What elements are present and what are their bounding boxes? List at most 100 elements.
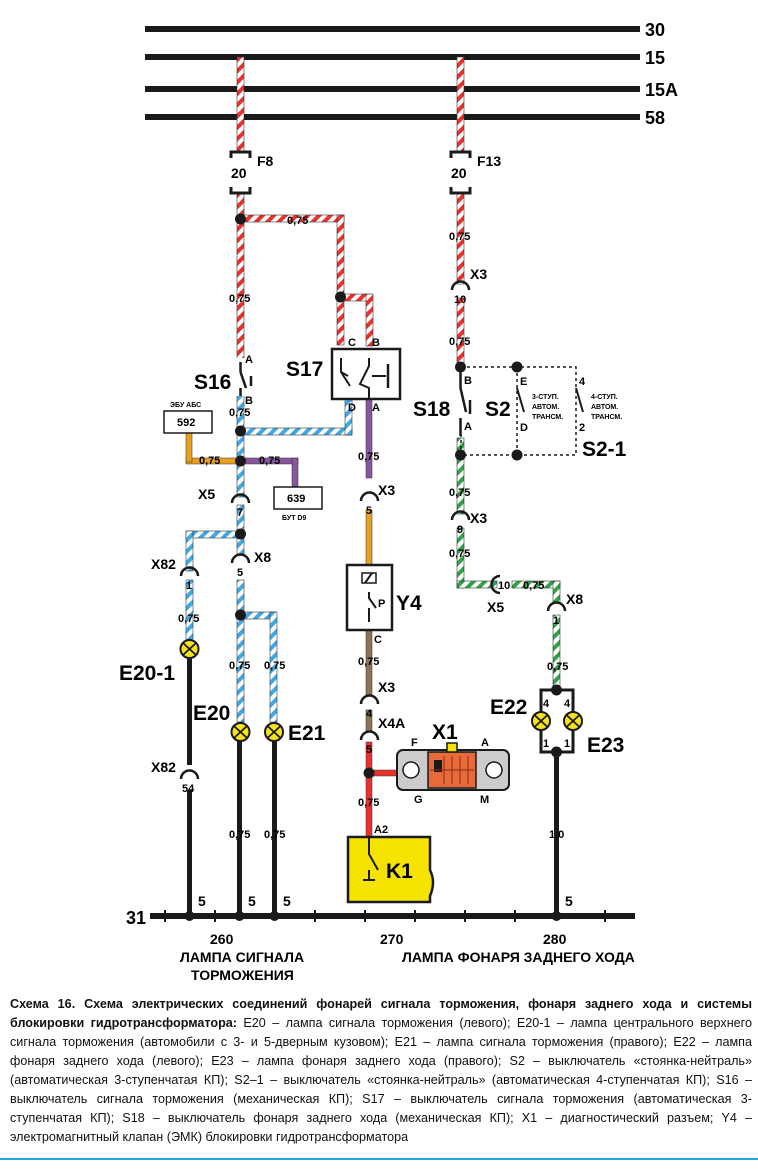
fuse-f8-body xyxy=(231,152,250,193)
wiring-diagram: 30 15 15A 58 xyxy=(119,20,678,983)
node-s18-bot xyxy=(455,449,466,461)
conn-x5-10 xyxy=(490,574,501,595)
wire-size-9: 0,75 xyxy=(229,829,250,841)
wire-size-15: 0,75 xyxy=(449,336,470,348)
s18-reverse-switch: B A S18 xyxy=(413,372,472,436)
x5-pin-7: 7 xyxy=(237,507,243,519)
conn-x3-4 xyxy=(359,694,380,705)
node-s16-out xyxy=(235,425,246,437)
x3-label-s17: X3 xyxy=(378,482,395,498)
wire-size-18: 0,75 xyxy=(523,580,544,592)
s2-label: S2 xyxy=(485,398,511,421)
lamp-e22: 4 1 E22 xyxy=(490,696,551,750)
junction-nodes xyxy=(235,213,562,779)
ground-pin-e21: 5 xyxy=(283,893,291,909)
section-brake-line1: ЛАМПА СИГНАЛА xyxy=(180,949,304,965)
scale-280: 280 xyxy=(543,931,567,947)
wire-x8-out xyxy=(236,579,245,723)
wire-x3-orange xyxy=(365,509,373,566)
scale-ticks xyxy=(164,910,606,922)
ebu-abs-pin: 592 xyxy=(177,417,195,429)
but-d9-title: БУТ D9 xyxy=(282,515,306,522)
s2-park-neutral-switch: E D S2 3-СТУП. АВТОМ. ТРАНСМ. xyxy=(485,376,563,434)
wire-size-5: 0,75 xyxy=(259,455,280,467)
wire-size-13: 0,75 xyxy=(358,797,379,809)
wire-abs-v xyxy=(185,429,193,463)
ebu-abs-title: ЭБУ АБС xyxy=(170,402,201,409)
section-brake-line2: ТОРМОЖЕНИЯ xyxy=(191,967,294,983)
k1-label: K1 xyxy=(386,860,413,883)
figure-caption: Схема 16. Схема электрических соединений… xyxy=(10,995,752,1147)
lamp-e23-pin-4: 4 xyxy=(564,698,571,710)
x3-label-y4: X3 xyxy=(378,679,395,695)
s2-1-auto4-line2: АВТОМ. xyxy=(591,404,618,411)
x3-label-s18: X3 xyxy=(470,510,487,526)
x82-pin-1: 1 xyxy=(186,580,192,592)
connector-arcs xyxy=(179,280,567,780)
s2-1-label: S2-1 xyxy=(582,438,627,461)
lamp-e23-pin-1: 1 xyxy=(564,738,570,750)
wire-size-10: 0,75 xyxy=(264,829,285,841)
wire-size-labels: 0,75 0,75 0,75 0,75 0,75 0,75 0,75 0,75 … xyxy=(178,215,568,841)
s2-pin-d: D xyxy=(520,422,528,434)
s16-label: S16 xyxy=(194,371,231,394)
node-s2-top xyxy=(511,361,523,373)
node-lamps-top xyxy=(551,684,562,696)
node-f8-split xyxy=(235,213,246,225)
fuse-f13: 20 F13 xyxy=(449,150,501,195)
wire-size-7: 0,75 xyxy=(229,660,250,672)
module-ebu-abs: ЭБУ АБС 592 xyxy=(163,402,213,434)
x4a-pin-5: 5 xyxy=(366,744,372,756)
bus-15a xyxy=(145,86,640,92)
x3-pin-10: 10 xyxy=(454,294,466,306)
bottom-rule xyxy=(0,1158,758,1160)
x3-pin-9: 9 xyxy=(457,524,463,536)
conn-x3-10 xyxy=(450,280,471,291)
wire-size-14: 0,75 xyxy=(449,231,470,243)
k1-pin-a2: A2 xyxy=(374,824,388,836)
wire-size-12: 0,75 xyxy=(358,656,379,668)
ground-node-e22-e23 xyxy=(551,911,562,921)
x82-pin-54: 54 xyxy=(182,783,195,795)
wire-size-6: 0,75 xyxy=(178,613,199,625)
x1-pin-m: M xyxy=(480,794,489,806)
fuse-f13-body xyxy=(451,152,470,193)
ground-pin-e201: 5 xyxy=(198,893,206,909)
x3-pin-4: 4 xyxy=(366,708,373,720)
s17-label: S17 xyxy=(286,358,323,381)
conn-x3-5 xyxy=(359,491,380,502)
connector-labels: 7 X5 1 X82 5 X8 54 X82 5 X3 4 X3 5 X4A 1… xyxy=(151,266,583,795)
fuse-f13-name: F13 xyxy=(477,153,501,169)
s18-pin-a: A xyxy=(464,421,472,433)
conn-x3-9 xyxy=(450,510,471,521)
x1-label: X1 xyxy=(432,721,458,744)
wire-x8-in xyxy=(552,580,561,604)
node-x5-split xyxy=(235,528,246,540)
wire-s17-d-h xyxy=(239,427,353,436)
x8-pin-5: 5 xyxy=(237,567,243,579)
section-reverse: ЛАМПА ФОНАРЯ ЗАДНЕГО ХОДА xyxy=(402,949,635,965)
node-x1-split xyxy=(363,767,375,779)
node-lamps-bot xyxy=(551,746,562,758)
wire-size-16: 0,75 xyxy=(449,487,470,499)
wire-size-8: 0,75 xyxy=(264,660,285,672)
lamp-e20-1-label: E20-1 xyxy=(119,662,175,685)
s2-auto3-line1: 3-СТУП. xyxy=(532,394,559,401)
s16-pin-a: A xyxy=(245,354,253,366)
s2-1-auto4-line3: ТРАНСМ. xyxy=(591,414,622,421)
wire-e201-ground2 xyxy=(187,790,192,916)
x82-label-top: X82 xyxy=(151,556,176,572)
wire-s18-out xyxy=(456,437,465,515)
bus-58 xyxy=(145,114,640,120)
x5-pin-10: 10 xyxy=(498,580,510,592)
s2-1-pin-2: 2 xyxy=(579,422,585,434)
y4-pin-p: P xyxy=(378,598,385,610)
conn-x82-1 xyxy=(179,566,200,577)
ground-pin-e22-e23: 5 xyxy=(565,893,573,909)
fuse-f8-name: F8 xyxy=(257,153,274,169)
s2-dashed-frame xyxy=(460,366,577,456)
s17-pin-d: D xyxy=(348,402,356,414)
wire-x4a-k1-red xyxy=(365,741,373,838)
s18-pin-b: B xyxy=(464,375,472,387)
s17-pin-b: B xyxy=(372,337,380,349)
